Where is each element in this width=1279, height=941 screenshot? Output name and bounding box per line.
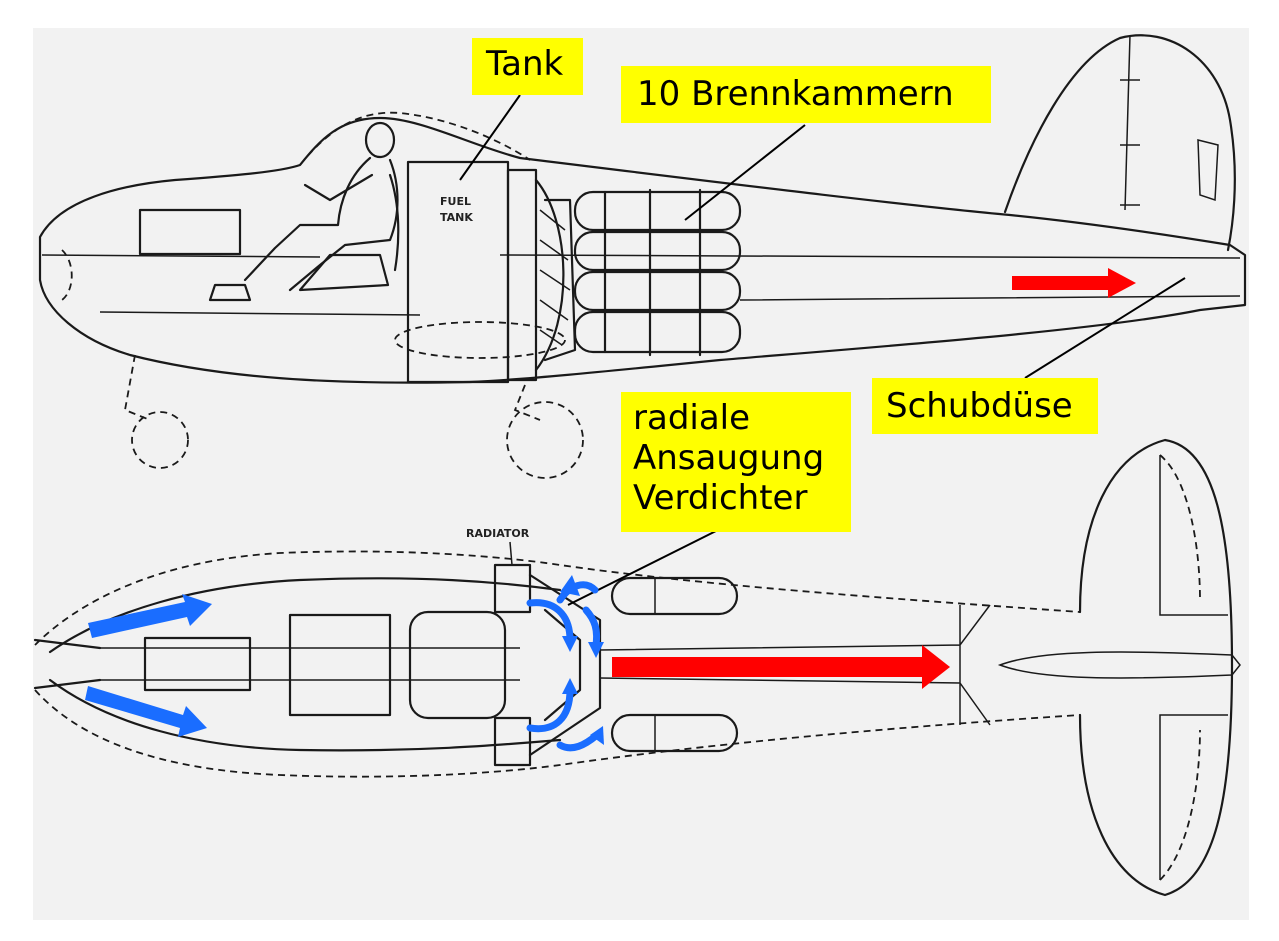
top-radiator bbox=[493, 563, 532, 767]
fuel-tank-label-1: FUEL bbox=[440, 195, 471, 208]
combustion-leader bbox=[684, 124, 806, 221]
compressor-curved-arrows bbox=[526, 581, 601, 752]
top-fuselage-outer bbox=[34, 550, 1081, 778]
intake-arrow-upper bbox=[88, 594, 212, 638]
side-nose-dash bbox=[61, 249, 73, 301]
top-stabilizer bbox=[1078, 438, 1234, 897]
top-fuselage-inner bbox=[48, 577, 562, 752]
top-chamber-lower bbox=[610, 713, 739, 753]
tank-leader bbox=[459, 94, 521, 181]
top-tank bbox=[408, 610, 507, 720]
side-engine-front bbox=[506, 168, 538, 382]
radiator-pointer bbox=[509, 541, 513, 566]
fuel-tank-label-2: TANK bbox=[440, 211, 473, 224]
side-tail-marks bbox=[1120, 79, 1140, 206]
intake-label-line-2: Ansaugung bbox=[633, 438, 825, 479]
intake-arrows bbox=[85, 575, 604, 752]
side-tail-fin bbox=[1003, 34, 1236, 252]
radiator-text: RADIATOR bbox=[466, 527, 530, 540]
top-seat bbox=[288, 613, 392, 717]
tank-label: Tank bbox=[472, 38, 583, 95]
top-instrument bbox=[143, 636, 252, 692]
top-mid-lines bbox=[100, 647, 520, 681]
intake-label-line-1: radiale bbox=[633, 398, 751, 438]
nozzle-leader bbox=[1024, 277, 1186, 379]
side-view: FUEL TANK bbox=[38, 34, 1247, 479]
exhaust-arrows bbox=[612, 268, 1136, 689]
side-upper-line bbox=[41, 254, 1241, 259]
intake-label: radiale Ansaugung Verdichter bbox=[621, 392, 851, 532]
top-tailpipe bbox=[599, 604, 991, 726]
side-exhaust-arrow bbox=[1012, 268, 1136, 298]
side-compressor bbox=[534, 178, 577, 372]
intake-arrow-lower bbox=[85, 686, 207, 737]
combustion-chambers-label: 10 Brennkammern bbox=[621, 66, 991, 123]
top-elevator-dash bbox=[1159, 454, 1201, 881]
top-nose bbox=[33, 638, 102, 690]
top-exhaust-arrow bbox=[612, 645, 950, 689]
top-chamber-upper bbox=[610, 576, 739, 616]
nozzle-label: Schubdüse bbox=[872, 378, 1098, 434]
side-landing-gear bbox=[123, 354, 584, 479]
side-canopy-dash bbox=[299, 111, 531, 166]
compressor-arrowheads bbox=[560, 575, 604, 745]
side-combustion-chambers bbox=[573, 188, 742, 357]
side-wing-dash bbox=[394, 321, 566, 359]
top-view: RADIATOR bbox=[33, 438, 1241, 897]
side-compressor-hatch bbox=[539, 209, 571, 346]
top-elevator bbox=[997, 455, 1241, 880]
pilot-figure bbox=[208, 121, 400, 302]
side-fuselage-outline bbox=[38, 116, 1247, 384]
intake-label-line-3: Verdichter bbox=[633, 478, 808, 519]
side-tail-rudder bbox=[1124, 34, 1219, 211]
intake-leader bbox=[567, 527, 723, 606]
side-instrument-box bbox=[138, 208, 242, 256]
